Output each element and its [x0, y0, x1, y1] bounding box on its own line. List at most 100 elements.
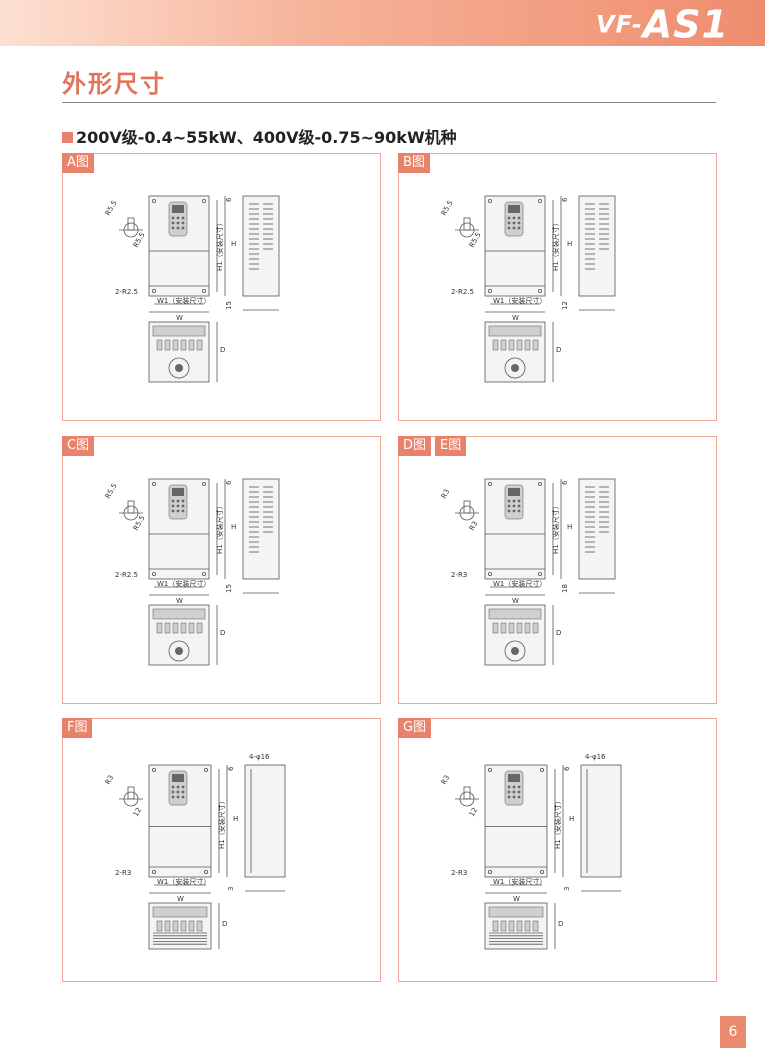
keypad-button-icon	[507, 795, 511, 799]
front-view	[484, 764, 548, 878]
terminal-block	[524, 339, 531, 351]
front-view	[484, 195, 546, 297]
keypad-button-icon	[507, 499, 511, 503]
mount-hole-icon	[488, 571, 493, 576]
terminal-block	[516, 339, 523, 351]
side-housing	[578, 478, 616, 580]
keypad-button-icon	[171, 795, 175, 799]
keyhole-detail: R5.5R5.5	[104, 482, 147, 532]
terminal-block	[524, 622, 531, 634]
bottom-view: D	[148, 902, 227, 950]
w1-label: W1（安装尺寸）	[157, 579, 210, 588]
side-view	[578, 478, 616, 594]
section-heading: 200V级-0.4~55kW、400V级-0.75~90kW机种	[62, 124, 457, 148]
mount-hole-icon	[537, 571, 542, 576]
keypad-button-icon	[176, 499, 180, 503]
bottom-view: D	[148, 321, 225, 383]
terminal-block	[508, 622, 515, 634]
front-view	[484, 478, 546, 580]
keypad-button-icon	[171, 509, 175, 513]
terminal-block	[180, 920, 187, 932]
fan-hub-icon	[511, 364, 519, 372]
side-housing	[244, 764, 286, 878]
corner-radius-label: 2-R2.5	[115, 288, 138, 296]
terminal-block	[196, 622, 203, 634]
mount-hole-icon	[201, 482, 206, 487]
keypad-button-icon	[512, 221, 516, 225]
d-label: D	[222, 920, 227, 928]
top-offset-label: 6	[225, 197, 233, 202]
side-housing	[242, 478, 280, 580]
mount-hole-icon	[152, 288, 157, 293]
title-divider	[62, 102, 716, 103]
fan-hub-icon	[175, 647, 183, 655]
mount-holes-label: 4-φ16	[249, 753, 270, 761]
keypad-button-icon	[171, 504, 175, 508]
w1-label: W1（安装尺寸）	[493, 877, 546, 886]
bottom-offset-label: 15	[225, 301, 233, 310]
h1-label: H1（安装尺寸）	[553, 797, 562, 849]
terminal-block	[500, 920, 507, 932]
bullet-square-icon	[62, 132, 73, 143]
terminal-block	[532, 920, 539, 932]
mount-hole-icon	[539, 869, 544, 874]
bottom-view: D	[148, 604, 225, 666]
keypad-button-icon	[176, 509, 180, 513]
keyhole-radius-label-2: R5.5	[132, 514, 147, 532]
terminal-strip	[152, 906, 208, 918]
figure-tag: B图	[398, 153, 430, 173]
figure-tags: C图	[62, 436, 95, 456]
brand-logo: VF-AS1	[596, 2, 729, 47]
fan-icon	[504, 640, 526, 662]
terminal-block	[172, 622, 179, 634]
terminal-block	[164, 339, 171, 351]
keypad-button-icon	[171, 216, 175, 220]
mount-hole-icon	[152, 869, 157, 874]
keypad-button-icon	[512, 795, 516, 799]
terminal-block	[180, 622, 187, 634]
d-label: D	[556, 629, 561, 637]
terminal-block	[172, 339, 179, 351]
w-label: W	[513, 895, 520, 903]
figure-tag: D图	[398, 436, 432, 456]
page-title: 外形尺寸	[62, 70, 166, 98]
h-label: H	[233, 815, 238, 823]
mount-hole-icon	[152, 571, 157, 576]
display-icon	[172, 774, 184, 782]
figure-tags: F图	[62, 718, 93, 738]
h1-label: H1（安装尺寸）	[215, 502, 224, 554]
bottom-view: D	[484, 321, 561, 383]
keypad-button-icon	[512, 504, 516, 508]
corner-radius-label: 2-R2.5	[115, 571, 138, 579]
terminal-strip	[488, 608, 542, 620]
d-label: D	[220, 629, 225, 637]
terminal-block	[532, 622, 539, 634]
fan-icon	[168, 640, 190, 662]
keypad-button-icon	[176, 785, 180, 789]
mount-hole-icon	[203, 869, 208, 874]
keypad-button-icon	[171, 221, 175, 225]
fan-icon	[168, 357, 190, 379]
terminal-block	[508, 920, 515, 932]
top-offset-label: 6	[561, 197, 569, 202]
h1-label: H1（安装尺寸）	[551, 502, 560, 554]
section-heading-text: 200V级-0.4~55kW、400V级-0.75~90kW机种	[76, 128, 457, 147]
keypad-button-icon	[176, 226, 180, 230]
keypad-button-icon	[512, 785, 516, 789]
w1-label: W1（安装尺寸）	[157, 877, 210, 886]
header-banner: VF-AS1	[0, 0, 765, 47]
corner-radius-label: 2-R2.5	[451, 288, 474, 296]
terminal-block	[164, 920, 171, 932]
terminal-strip	[152, 608, 206, 620]
h-label: H	[231, 240, 236, 248]
figure-tags: A图	[62, 153, 94, 173]
